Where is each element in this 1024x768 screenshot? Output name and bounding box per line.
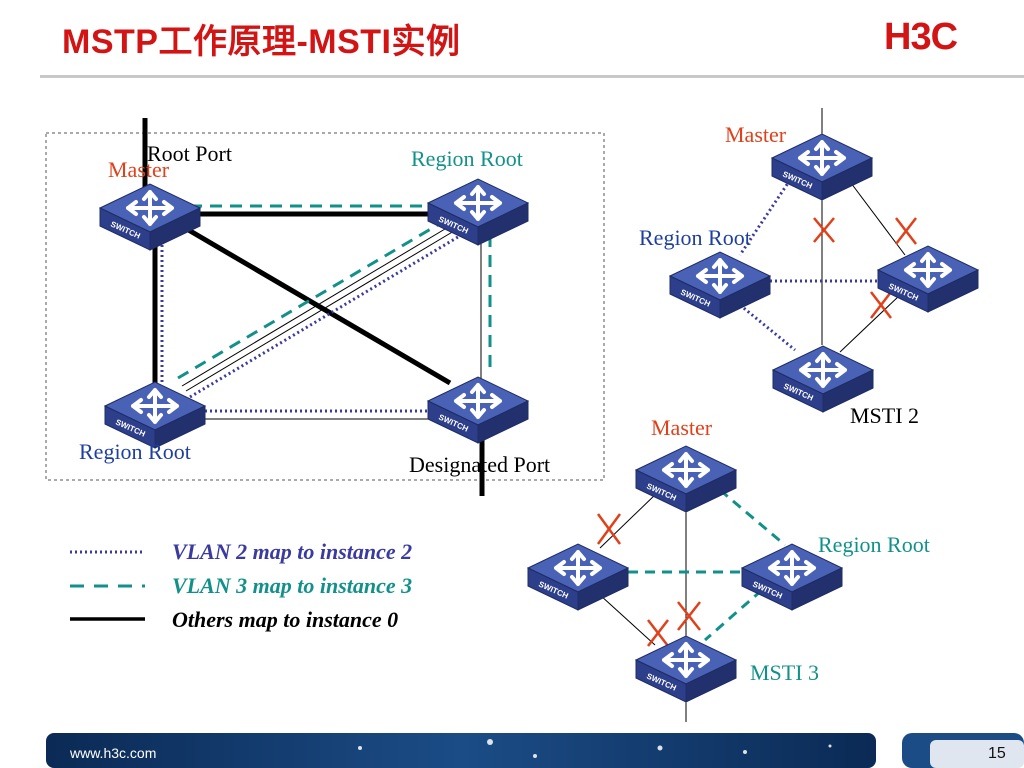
footer-page-box: [930, 740, 1024, 768]
master-label: Master: [108, 157, 170, 182]
msti3-region-root-label: Region Root: [818, 532, 930, 557]
link-master-br-vlan0: [178, 222, 452, 386]
msti3-switch-left: [526, 542, 630, 612]
footer-bar: [46, 733, 876, 768]
msti2-switch-master: [770, 132, 874, 202]
legend-vlan3-text: VLAN 3 map to instance 3: [172, 573, 413, 598]
link-bl-rr-thin2: [185, 230, 455, 392]
msti3-switch-bottom: [634, 634, 738, 704]
link-bl-rr-thin1: [181, 225, 451, 387]
msti3-top-right-vlan3: [719, 488, 786, 547]
msti2-right-bottom: [839, 294, 901, 353]
msti2-top-right: [844, 174, 906, 256]
msti3-right-bottom-vlan3: [704, 588, 763, 642]
switch-master: [98, 182, 202, 252]
legend-vlan2-text: VLAN 2 map to instance 2: [172, 539, 413, 564]
msti2-instance-label: MSTI 2: [850, 403, 920, 428]
slide-title: MSTP工作原理-MSTI实例: [62, 23, 461, 61]
link-bl-rr-vlan2: [189, 235, 459, 399]
msti2-master-label: Master: [725, 122, 787, 147]
msti3-master-label: Master: [651, 415, 713, 440]
root-port-label: Root Port: [147, 141, 232, 166]
footer-url[interactable]: www.h3c.com: [70, 745, 157, 761]
designated-port-label: Designated Port: [409, 452, 551, 477]
msti3-block-marks: [596, 513, 701, 647]
switch-region-root-top: [426, 177, 530, 247]
msti3-switch-master: [634, 444, 738, 514]
region-boundary: [45, 132, 605, 481]
msti3-top-left: [599, 491, 659, 549]
footer-sparkles: [358, 739, 832, 758]
legend-others-text: Others map to instance 0: [172, 607, 399, 632]
msti3-instance-label: MSTI 3: [750, 660, 820, 685]
region-root-top-label: Region Root: [411, 146, 523, 171]
msti2-top-left-vlan2: [738, 179, 792, 256]
switch-designated: [426, 375, 530, 445]
region-root-bottom-label: Region Root: [79, 439, 191, 464]
page-number: 15: [988, 745, 1006, 762]
msti2-region-root-label: Region Root: [639, 225, 751, 250]
link-bl-rr-vlan3: [177, 218, 447, 380]
title-divider: [40, 75, 1024, 78]
msti2-switch-region-root: [668, 250, 772, 320]
h3c-logo: H3C: [884, 16, 958, 58]
msti3-left-bottom: [599, 594, 656, 646]
msti2-left-bottom-vlan2: [739, 303, 796, 352]
msti2-block-marks: [813, 217, 917, 319]
